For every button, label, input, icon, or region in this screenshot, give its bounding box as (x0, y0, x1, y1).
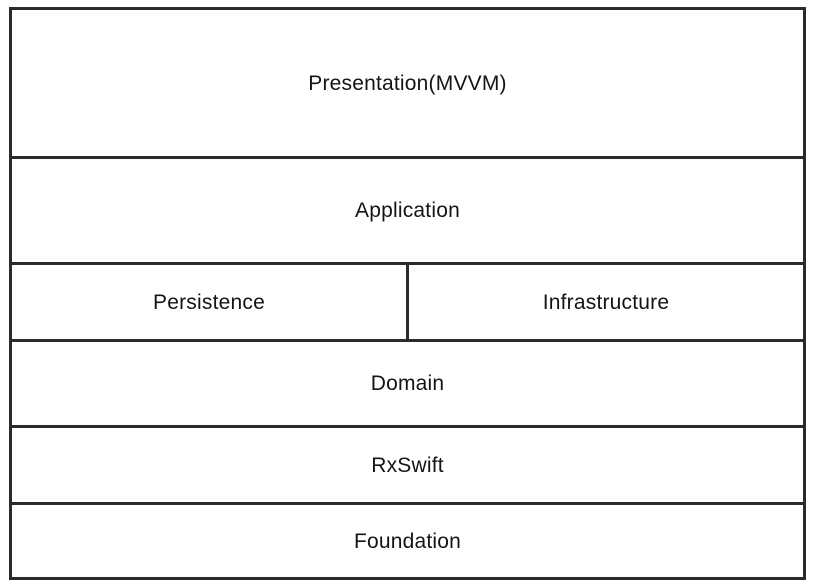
layer-row-application: Application (12, 156, 803, 262)
layer-rxswift: RxSwift (371, 453, 444, 477)
layer-domain: Domain (370, 372, 445, 395)
layer-row-rxswift: RxSwift (12, 425, 803, 502)
layer-row-persistence-infrastructure: Persistence Infrastructure (12, 262, 803, 339)
layer-foundation: Foundation (353, 529, 462, 553)
layer-row-foundation: Foundation (12, 502, 803, 577)
layer-application: Application (355, 199, 460, 222)
layer-presentation-mvvm: Presentation(MVVM) (308, 71, 507, 95)
layer-row-domain: Domain (12, 339, 803, 425)
layer-row-presentation: Presentation(MVVM) (12, 10, 803, 156)
layer-persistence: Persistence (153, 290, 265, 314)
architecture-diagram: Presentation(MVVM) Application Persisten… (9, 7, 806, 580)
layer-infrastructure: Infrastructure (406, 265, 803, 339)
